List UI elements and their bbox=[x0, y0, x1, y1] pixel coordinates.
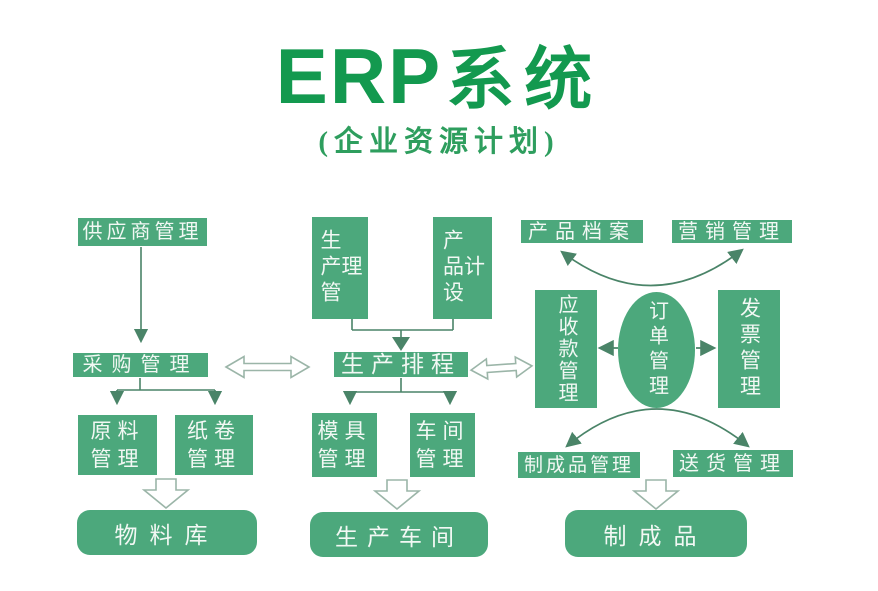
node-line: 管理 bbox=[90, 447, 145, 471]
node-mold-mgmt: 模具 管理 bbox=[312, 413, 377, 477]
node-production-workshop: 生产车间 bbox=[310, 512, 488, 557]
block-arrow-to-finished-goods bbox=[631, 479, 681, 511]
node-finished-goods-mgmt: 制成品管理 bbox=[518, 452, 640, 478]
page-subtitle: (企业资源计划) bbox=[318, 126, 560, 158]
node-product-archive: 产品档案 bbox=[521, 220, 643, 243]
node-line: 原料 bbox=[90, 418, 145, 443]
node-material-warehouse: 物料库 bbox=[77, 510, 257, 555]
node-purchasing-mgmt: 采购管理 bbox=[73, 353, 208, 377]
node-marketing-mgmt: 营销管理 bbox=[672, 220, 792, 243]
node-line: 管理 bbox=[415, 447, 470, 471]
title-brand: ERP bbox=[275, 32, 443, 120]
title-suffix: 系统 bbox=[446, 42, 603, 118]
node-line: 纸卷 bbox=[187, 418, 241, 443]
double-arrow-scheduling-receivables bbox=[469, 355, 534, 381]
block-arrow-to-material-warehouse bbox=[141, 478, 191, 510]
arrow-purchasing-split bbox=[109, 378, 223, 406]
node-production-mgmt: 生产管理 bbox=[312, 217, 368, 319]
node-delivery-mgmt: 送货管理 bbox=[673, 450, 793, 477]
node-finished-goods: 制成品 bbox=[565, 510, 747, 557]
node-production-scheduling: 生产排程 bbox=[334, 352, 468, 377]
block-arrow-to-production-workshop bbox=[372, 479, 422, 511]
double-arrow-purchasing-scheduling bbox=[224, 355, 311, 379]
node-paper-roll-mgmt: 纸卷 管理 bbox=[175, 415, 253, 475]
node-line: 管理 bbox=[317, 447, 372, 471]
node-line: 管理 bbox=[187, 447, 241, 471]
node-line: 模具 bbox=[317, 418, 372, 443]
page-title: ERP系统 bbox=[0, 24, 878, 123]
node-order-mgmt: 订单管理 bbox=[618, 292, 695, 408]
node-product-design: 产品设计 bbox=[433, 217, 492, 319]
arrowhead-to-scheduling bbox=[392, 337, 410, 351]
curve-order-to-archive-marketing bbox=[560, 248, 744, 287]
node-line: 车间 bbox=[415, 418, 470, 443]
node-invoice-mgmt: 发票管理 bbox=[718, 290, 780, 408]
arrow-production-merge bbox=[351, 318, 454, 338]
node-raw-material-mgmt: 原料 管理 bbox=[78, 415, 157, 475]
node-supplier-mgmt: 供应商管理 bbox=[78, 218, 207, 246]
curve-order-to-finished-delivery bbox=[565, 408, 750, 448]
node-receivables-mgmt: 应收款管理 bbox=[535, 290, 597, 408]
node-workshop-mgmt: 车间 管理 bbox=[410, 413, 475, 477]
arrow-scheduling-split bbox=[342, 378, 458, 406]
